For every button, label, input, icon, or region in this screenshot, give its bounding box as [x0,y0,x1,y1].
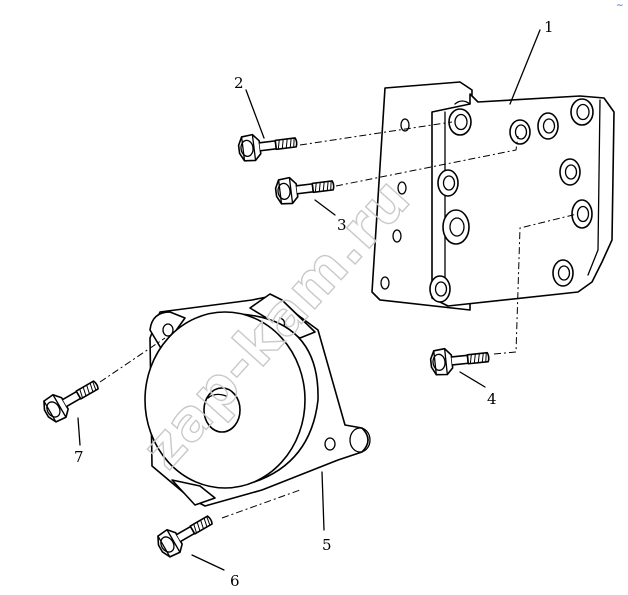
corner-mark: ~ [616,1,624,11]
bolt-3 [273,171,337,207]
round-unit [144,293,371,507]
callout-1: 1 [544,18,554,36]
callout-5: 5 [322,536,332,554]
alignment-lines [99,121,578,519]
callout-3: 3 [337,216,347,234]
callout-leaders [77,29,541,571]
bolt-7 [39,372,105,426]
bolt-6 [153,507,219,561]
callout-6: 6 [230,572,240,590]
callout-7: 7 [74,448,84,466]
callout-4: 4 [487,390,497,408]
bolt-2 [236,128,300,164]
bracket-housing [371,81,615,311]
callout-2: 2 [234,74,244,92]
bolt-4 [428,343,491,377]
